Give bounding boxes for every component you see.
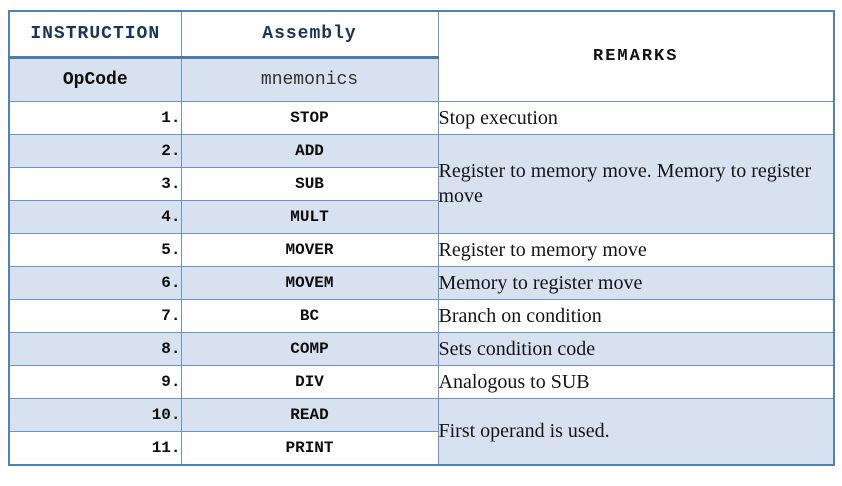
remark: Register to memory move	[437, 233, 835, 267]
remark: Analogous to SUB	[437, 365, 835, 399]
mnemonic: ADD	[180, 134, 439, 168]
remark-merged: First operand is used.	[437, 398, 835, 466]
mnemonic: MOVER	[180, 233, 439, 267]
row-number: 4.	[8, 200, 182, 234]
header-opcode: OpCode	[8, 57, 182, 102]
row-number: 6.	[8, 266, 182, 300]
row-number: 1.	[8, 101, 182, 135]
mnemonic: MOVEM	[180, 266, 439, 300]
table-row: 8. COMP Sets condition code	[8, 332, 835, 366]
row-number: 9.	[8, 365, 182, 399]
table-row: 5. MOVER Register to memory move	[8, 233, 835, 267]
row-number: 11.	[8, 431, 182, 466]
table-row: 2. ADD Register to memory move. Memory t…	[8, 134, 835, 234]
mnemonic: PRINT	[180, 431, 439, 466]
mnemonic: COMP	[180, 332, 439, 366]
header-assembly: Assembly	[180, 10, 439, 59]
table-row: 4. MULT	[8, 200, 834, 234]
row-number: 2.	[8, 134, 182, 168]
table-row: 10. READ First operand is used.	[8, 398, 835, 466]
mnemonic: STOP	[180, 101, 439, 135]
row-number: 10.	[8, 398, 182, 432]
table-row: 11. PRINT	[8, 431, 834, 466]
remark: Memory to register move	[437, 266, 835, 300]
remark: Sets condition code	[437, 332, 835, 366]
table-subheader-row: OpCode mnemonics	[8, 57, 834, 102]
row-number: 7.	[8, 299, 182, 333]
row-number: 8.	[8, 332, 182, 366]
table-row: 1. STOP Stop execution	[8, 101, 835, 135]
remark-merged: Register to memory move. Memory to regis…	[437, 134, 835, 234]
table-row: 9. DIV Analogous to SUB	[8, 365, 835, 399]
mnemonic: MULT	[180, 200, 439, 234]
header-instruction: INSTRUCTION	[8, 10, 182, 59]
mnemonic: BC	[180, 299, 439, 333]
table-row: 6. MOVEM Memory to register move	[8, 266, 835, 300]
table-row: 7. BC Branch on condition	[8, 299, 835, 333]
table-row: 3. SUB	[8, 167, 834, 201]
mnemonic: DIV	[180, 365, 439, 399]
row-number: 5.	[8, 233, 182, 267]
header-remarks: REMARKS	[437, 10, 835, 102]
header-mnemonics: mnemonics	[180, 57, 439, 102]
table-header-row: INSTRUCTION Assembly REMARKS	[8, 10, 835, 102]
mnemonic: SUB	[180, 167, 439, 201]
instruction-table: INSTRUCTION Assembly REMARKS OpCode mnem…	[8, 10, 835, 466]
row-number: 3.	[8, 167, 182, 201]
mnemonic: READ	[180, 398, 439, 432]
remark: Stop execution	[437, 101, 835, 135]
remark: Branch on condition	[437, 299, 835, 333]
